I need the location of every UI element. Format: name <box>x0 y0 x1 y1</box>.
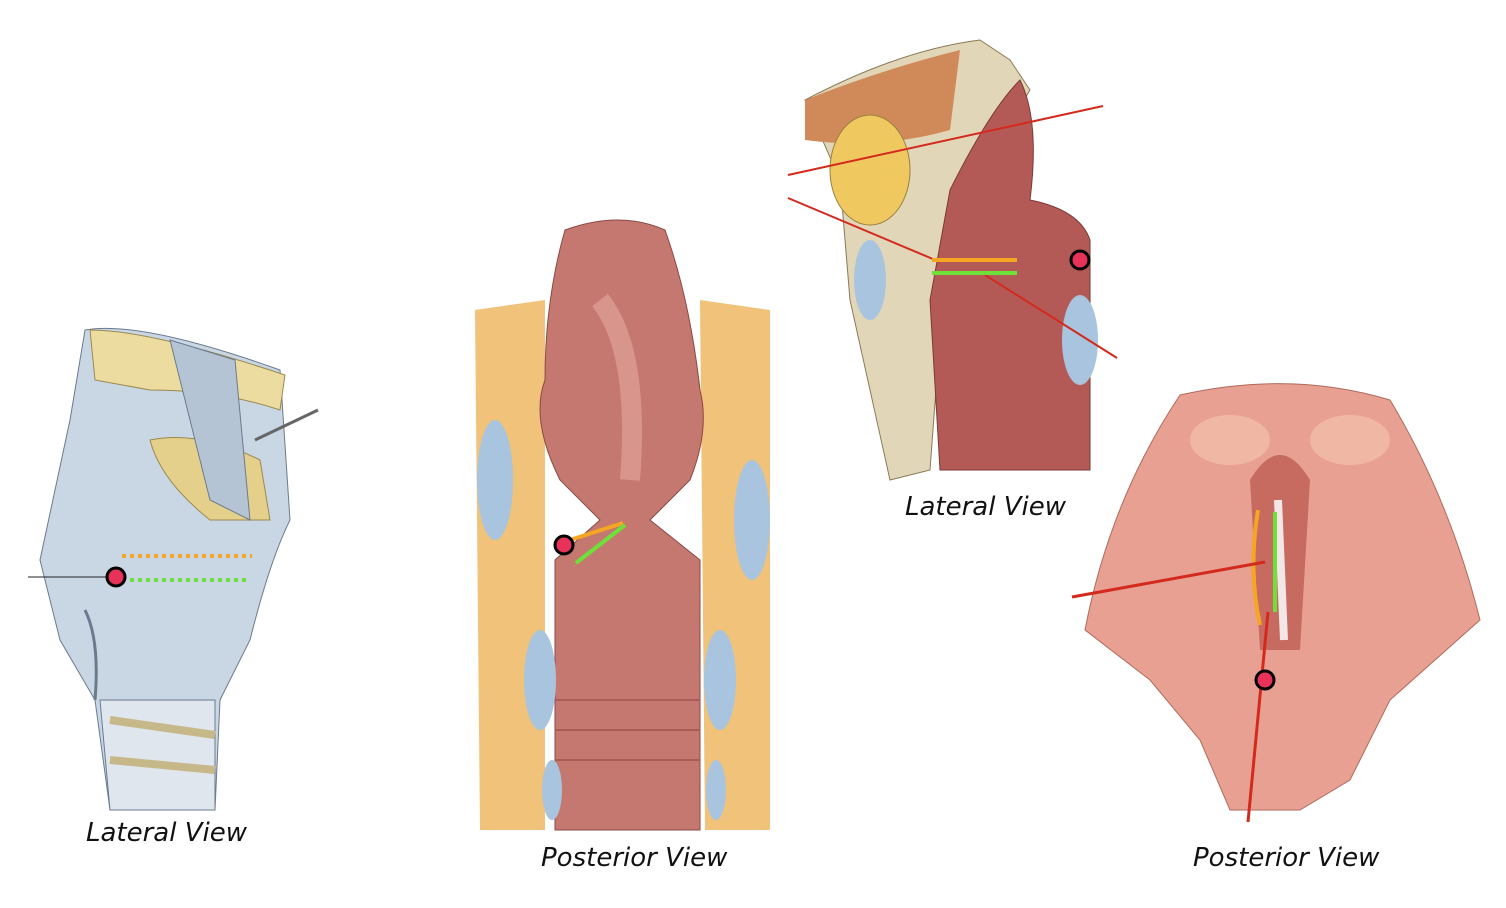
figure-lateral-view-2 <box>787 39 1118 481</box>
figure-lateral-view-1 <box>28 327 319 811</box>
caption-lateral-view-1: Lateral View <box>86 818 247 848</box>
caption-posterior-view-2: Posterior View <box>1193 843 1380 873</box>
figure-posterior-view-1 <box>475 219 770 831</box>
figure-posterior-view-2 <box>1071 383 1481 823</box>
caption-lateral-view-2: Lateral View <box>905 492 1066 522</box>
caption-posterior-view-1: Posterior View <box>541 843 728 873</box>
